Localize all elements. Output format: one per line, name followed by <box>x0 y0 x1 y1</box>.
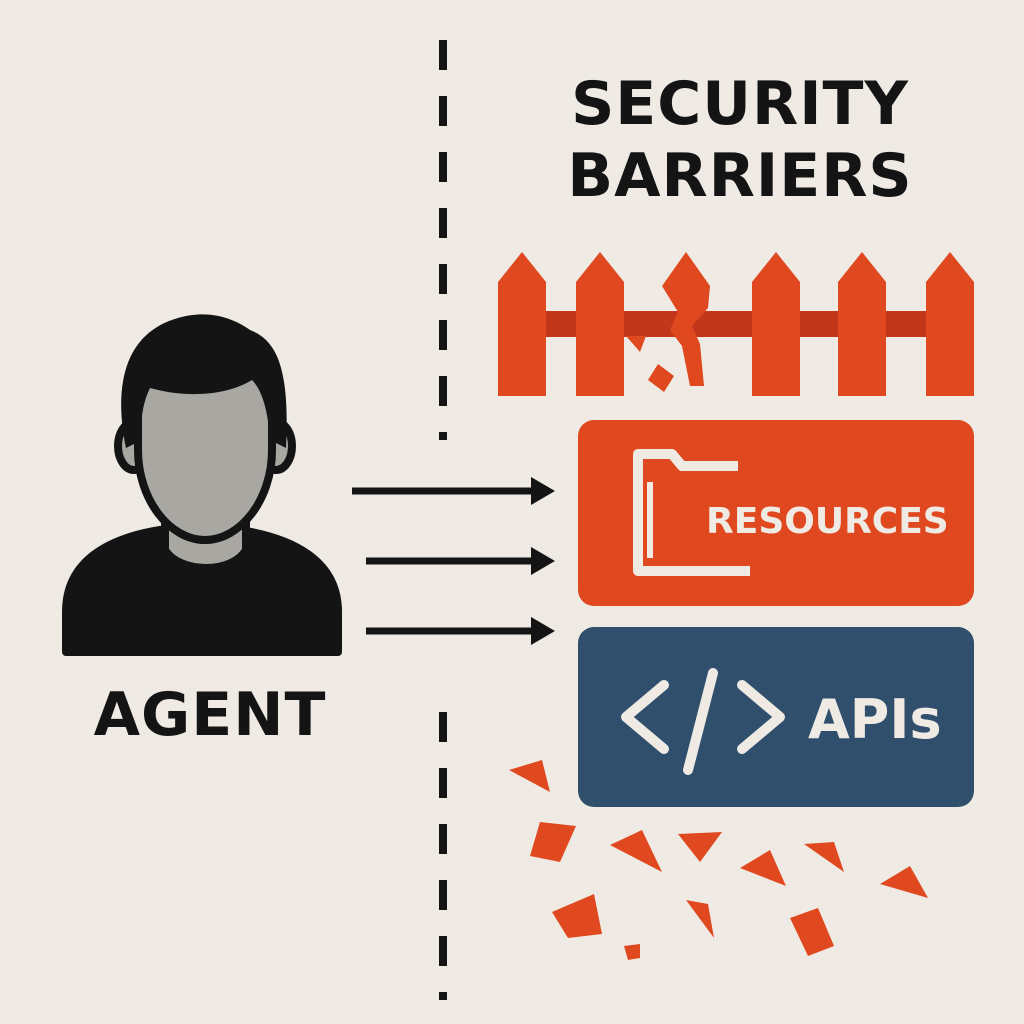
debris-shard <box>678 832 722 862</box>
broken-fence-icon <box>498 252 974 396</box>
apis-label: APIs <box>808 688 942 752</box>
debris-shard <box>740 850 786 886</box>
debris-shard <box>790 908 834 956</box>
fence-shard <box>648 364 674 392</box>
fence-picket <box>838 252 886 396</box>
fence-picket <box>752 252 800 396</box>
debris-shard <box>804 842 844 872</box>
debris-shard <box>624 944 640 960</box>
fence-picket <box>576 252 624 396</box>
debris-shard <box>530 822 576 862</box>
debris-shard <box>880 866 928 898</box>
resources-label: RESOURCES <box>706 500 949 544</box>
debris-shard <box>509 760 550 792</box>
arrow-2 <box>366 547 555 575</box>
debris-shard <box>686 900 714 938</box>
debris-shard <box>610 830 662 872</box>
arrow-3 <box>366 617 555 645</box>
fence-shard <box>626 336 646 352</box>
title-line-2: BARRIERS <box>520 140 960 212</box>
fence-picket <box>498 252 546 396</box>
debris-shard <box>552 894 602 938</box>
title-line-1: SECURITY <box>520 68 960 140</box>
agent-person-icon <box>66 314 338 652</box>
divider-gap <box>432 440 454 690</box>
fence-picket <box>926 252 974 396</box>
agent-label: AGENT <box>40 680 380 750</box>
diagram-title: SECURITY BARRIERS <box>520 68 960 212</box>
